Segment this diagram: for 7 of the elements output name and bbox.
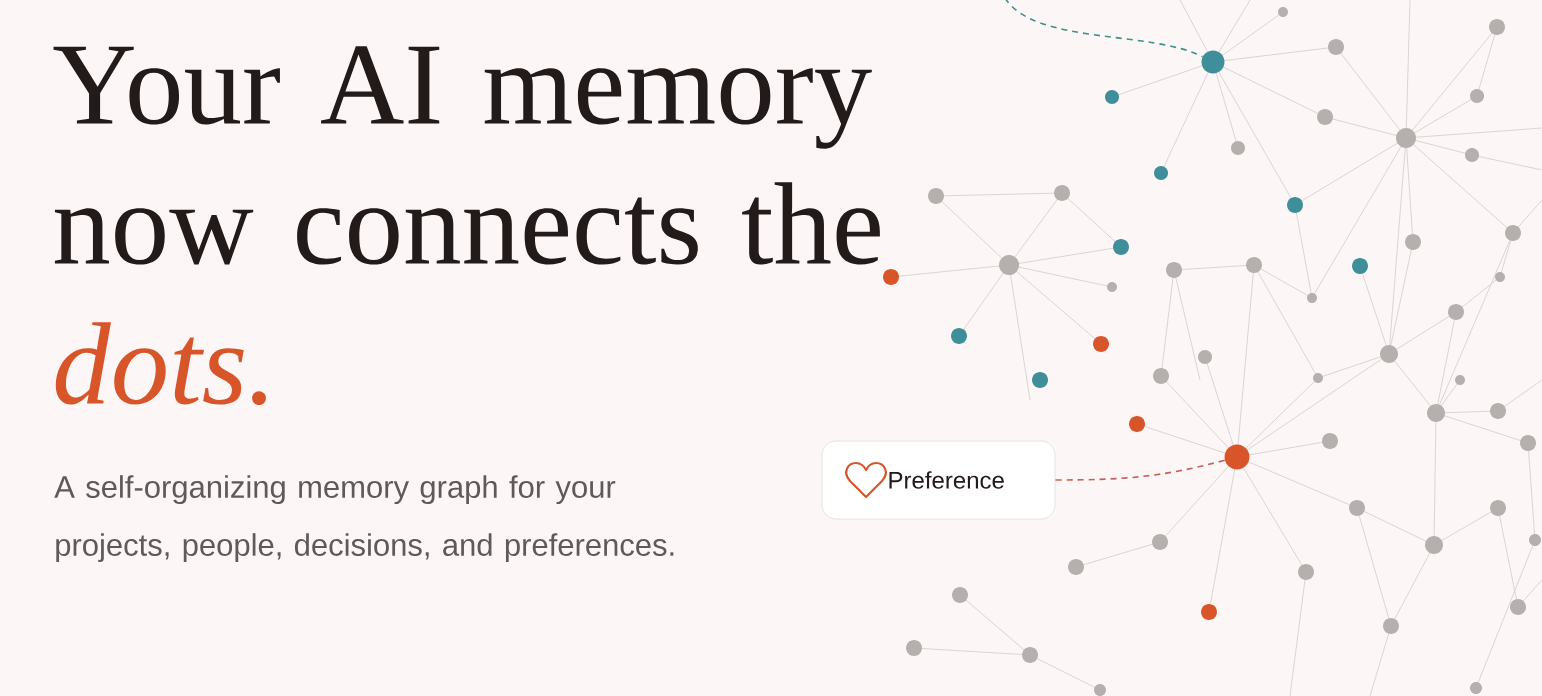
dashed-connector bbox=[1054, 459, 1226, 481]
hub-dot bbox=[1224, 444, 1250, 470]
hub-dot bbox=[1201, 50, 1225, 74]
subtitle: A self-organizing memory graph for your projects, people, decisions, and preferences. bbox=[54, 475, 674, 563]
title: Your AI memory now connects the dots. bbox=[53, 46, 880, 406]
dashed-connector bbox=[1004, 0, 1204, 58]
tag-card: Preference bbox=[821, 440, 1056, 520]
